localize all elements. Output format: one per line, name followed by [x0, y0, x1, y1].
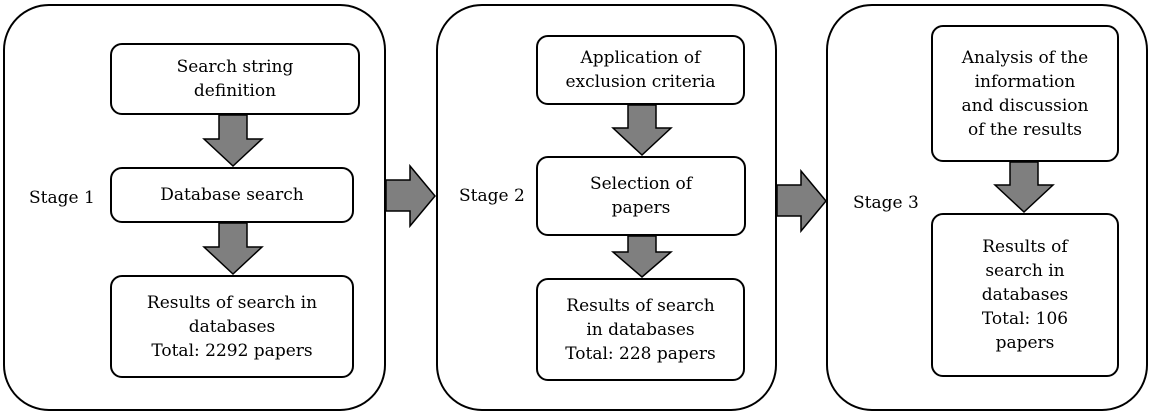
stage-2-label: Stage 2 [459, 186, 525, 206]
stage-1-to-stage-2-arrow [385, 163, 436, 229]
stage-1-step-1-text: Search string definition [176, 57, 294, 101]
stage-1-down-arrow-2 [202, 222, 264, 276]
stage-3-step-analysis: Analysis of the information and discussi… [931, 25, 1119, 162]
stage-2-step-selection: Selection of papers [536, 156, 746, 236]
stage-3-step-results: Results of search in databases Total: 10… [931, 213, 1119, 377]
stage-3-step-2-text: Results of search in databases Total: 10… [981, 237, 1069, 353]
stage-2-step-1-text: Application of exclusion criteria [565, 48, 716, 92]
stage-2-down-arrow-2 [610, 235, 674, 278]
stage-2-step-2-text: Selection of papers [589, 174, 693, 218]
stage-1-step-2-text: Database search [160, 185, 304, 205]
stage-2-down-arrow-1 [611, 104, 673, 157]
stage-1-step-3-text: Results of search in databases Total: 22… [146, 292, 318, 361]
stage-3-down-arrow-1 [993, 161, 1055, 214]
stage-3-step-1-text: Analysis of the information and discussi… [961, 47, 1089, 140]
stage-1-step-search-string: Search string definition [110, 43, 360, 115]
stage-2-step-exclusion-criteria: Application of exclusion criteria [536, 35, 745, 105]
stage-1-step-results: Results of search in databases Total: 22… [110, 275, 354, 378]
stage-3-label: Stage 3 [853, 193, 919, 213]
stage-1-label: Stage 1 [29, 188, 95, 208]
stage-2-to-stage-3-arrow [776, 168, 827, 234]
stage-2-step-3-text: Results of search in databases Total: 22… [565, 295, 716, 364]
stage-2-step-results: Results of search in databases Total: 22… [536, 278, 745, 381]
stage-1-step-database-search: Database search [110, 167, 354, 223]
stage-1-down-arrow-1 [202, 114, 264, 168]
